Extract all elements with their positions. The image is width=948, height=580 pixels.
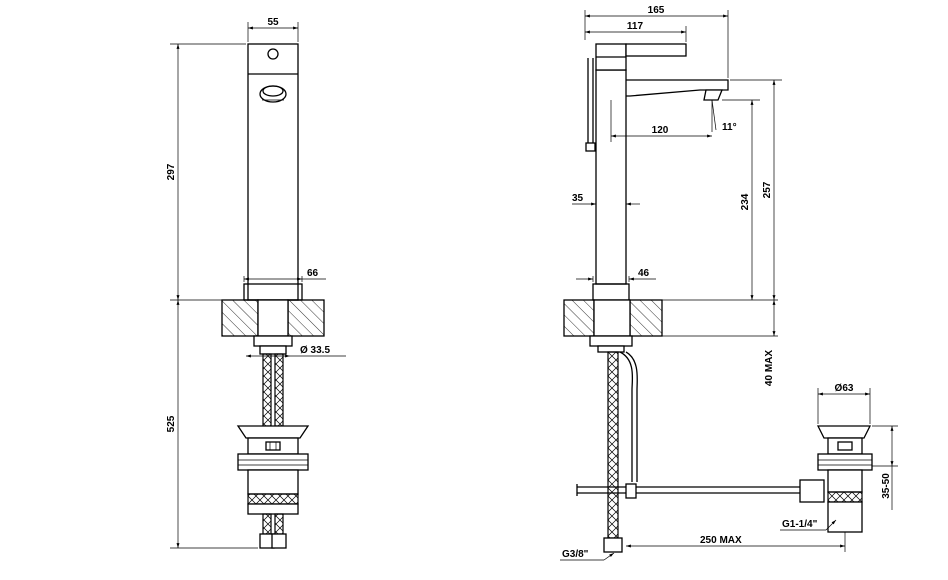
front-deck-left bbox=[221, 299, 259, 337]
side-waste-assembly bbox=[816, 425, 873, 533]
side-deck-right bbox=[629, 299, 663, 337]
dim-side-lever-length: 117 bbox=[627, 21, 644, 32]
dim-front-height-above: 297 bbox=[166, 163, 177, 180]
side-deck-left bbox=[563, 299, 595, 337]
dim-side-deck-thickness: 40 MAX bbox=[764, 350, 775, 386]
side-shank bbox=[593, 299, 631, 337]
front-hose-right bbox=[274, 353, 284, 427]
dim-front-width-top: 55 bbox=[267, 17, 279, 28]
front-aerator-icon bbox=[259, 85, 287, 103]
front-nut bbox=[253, 335, 293, 347]
side-nut bbox=[589, 335, 633, 347]
side-view: 165 117 120 11° 35 234 257 46 40 MAX bbox=[560, 5, 898, 561]
dim-side-total-height: 257 bbox=[762, 181, 773, 198]
dim-side-rod-max: 250 MAX bbox=[700, 535, 742, 546]
dim-side-spout-reach: 120 bbox=[652, 125, 669, 136]
side-lever bbox=[585, 43, 687, 152]
front-waste-assembly bbox=[236, 425, 310, 515]
dim-side-waste-height: 35-50 bbox=[881, 473, 892, 499]
dim-side-spout-angle: 11° bbox=[722, 122, 737, 133]
dim-front-height-below: 525 bbox=[166, 415, 177, 432]
dim-front-base-width: 66 bbox=[307, 268, 319, 279]
dim-side-body-width: 35 bbox=[572, 193, 584, 204]
front-view: 55 297 525 66 Ø 33.5 bbox=[166, 17, 346, 549]
front-hose-left bbox=[262, 353, 272, 427]
dim-side-hose-thread: G3/8" bbox=[562, 549, 589, 560]
front-button-icon bbox=[267, 48, 279, 60]
front-faucet-body bbox=[247, 43, 299, 301]
dim-side-waste-diameter: Ø63 bbox=[835, 383, 854, 394]
side-hose bbox=[607, 351, 619, 539]
dim-front-hole-diameter: Ø 33.5 bbox=[300, 345, 330, 356]
dim-side-waste-thread: G1-1/4" bbox=[782, 519, 818, 530]
side-base-ring bbox=[592, 283, 630, 301]
front-deck-right bbox=[287, 299, 325, 337]
front-base-ring bbox=[243, 283, 303, 301]
dim-side-spout-height: 234 bbox=[740, 193, 751, 210]
dim-side-total-depth: 165 bbox=[648, 5, 665, 16]
front-shank bbox=[257, 299, 289, 337]
side-popup-rod bbox=[576, 479, 825, 503]
side-spout bbox=[626, 79, 729, 132]
dim-side-base-width: 46 bbox=[638, 268, 650, 279]
